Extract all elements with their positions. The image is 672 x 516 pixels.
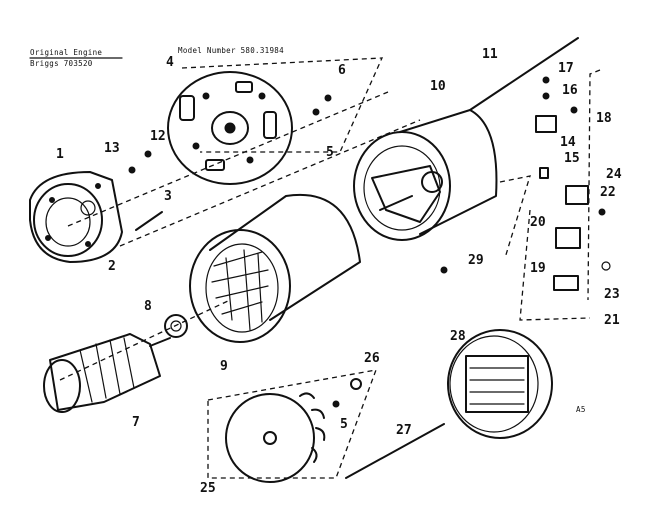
label-8: 8 bbox=[144, 299, 152, 314]
label-7: 7 bbox=[132, 415, 140, 430]
label-11: 11 bbox=[482, 47, 498, 62]
label-2: 2 bbox=[108, 259, 116, 274]
label-20: 20 bbox=[530, 215, 546, 230]
through-bolt-rod bbox=[469, 37, 579, 111]
label-3: 3 bbox=[164, 189, 172, 204]
label-25: 25 bbox=[200, 481, 216, 496]
armature-part bbox=[43, 333, 171, 413]
label-12: 12 bbox=[150, 129, 166, 144]
label-14: 14 bbox=[560, 135, 576, 150]
label-19: 19 bbox=[530, 261, 546, 276]
tie-rod bbox=[345, 423, 445, 479]
label-27: 27 bbox=[396, 423, 412, 438]
label-9: 9 bbox=[220, 359, 228, 374]
end-plate-fan-part bbox=[167, 71, 293, 185]
label-6: 6 bbox=[338, 63, 346, 78]
bearing-part bbox=[164, 314, 188, 338]
bell-housing-part bbox=[29, 171, 123, 263]
label-16: 16 bbox=[562, 83, 578, 98]
briggs-number-text: Briggs 703520 bbox=[30, 59, 93, 68]
label-18: 18 bbox=[596, 111, 612, 126]
original-engine-text: Original Engine bbox=[30, 48, 102, 57]
label-15: 15 bbox=[564, 151, 580, 166]
part-labels: 1 2 3 4 6 5 13 12 10 11 17 16 18 14 15 2… bbox=[56, 47, 622, 496]
guide-lines bbox=[59, 57, 601, 479]
rear-housing-part bbox=[353, 109, 498, 241]
label-5: 5 bbox=[326, 145, 334, 160]
label-22: 22 bbox=[600, 185, 616, 200]
label-17: 17 bbox=[558, 61, 574, 76]
label-24: 24 bbox=[606, 167, 622, 182]
nameplate-cover-part bbox=[447, 329, 553, 439]
label-28: 28 bbox=[450, 329, 466, 344]
small-hardware bbox=[128, 76, 611, 408]
label-13: 13 bbox=[104, 141, 120, 156]
label-26: 26 bbox=[364, 351, 380, 366]
model-number-text: Model Number 580.31984 bbox=[178, 46, 284, 55]
field-stator-part bbox=[189, 193, 361, 343]
label-1: 1 bbox=[56, 147, 64, 162]
label-21: 21 bbox=[604, 313, 620, 328]
brush-end-plate-part bbox=[225, 392, 326, 483]
label-4: 4 bbox=[166, 55, 174, 70]
label-5-lower: 5 bbox=[340, 417, 348, 432]
label-10: 10 bbox=[430, 79, 446, 94]
label-23: 23 bbox=[604, 287, 620, 302]
corner-mark: A5 bbox=[576, 405, 586, 414]
label-29: 29 bbox=[468, 253, 484, 268]
